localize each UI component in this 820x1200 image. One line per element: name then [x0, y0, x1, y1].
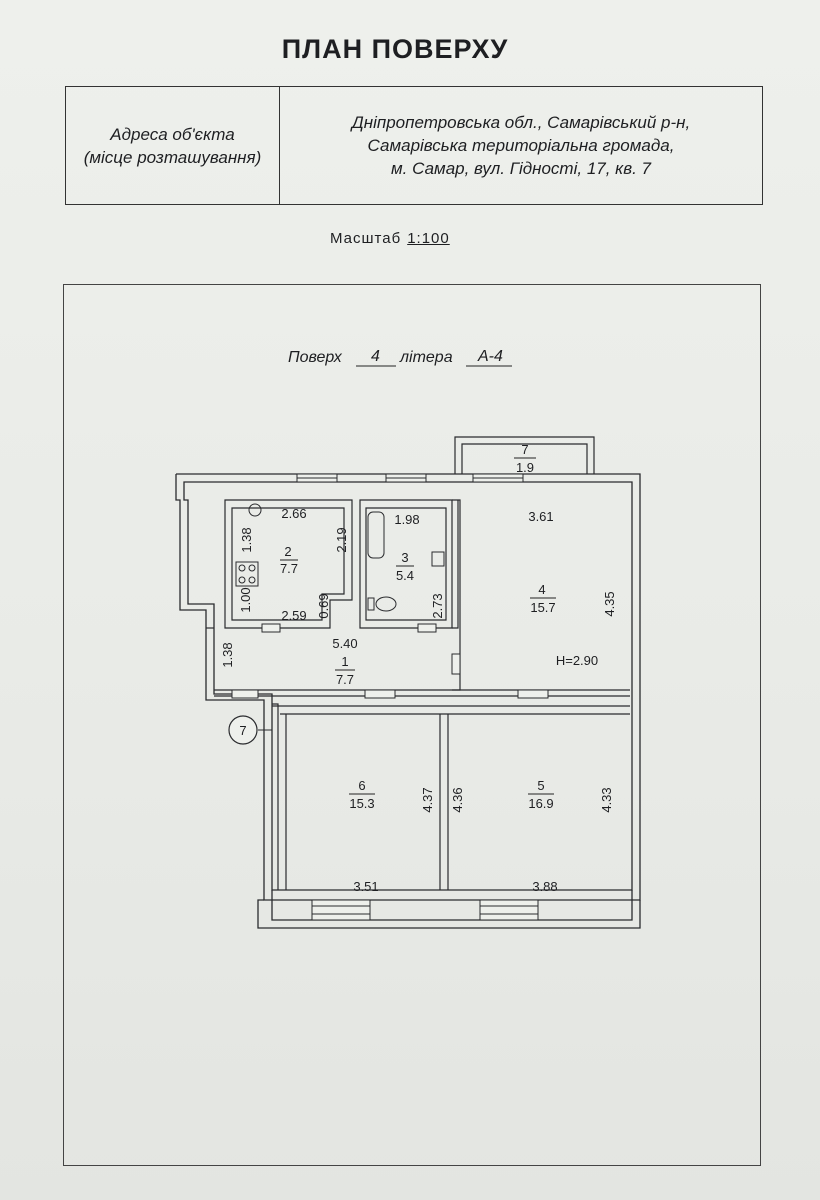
room-4-area: 15.7	[530, 600, 555, 615]
doors	[231, 623, 549, 699]
room-7-area: 1.9	[516, 460, 534, 475]
address-label-line: Адреса об'єкта	[110, 124, 235, 144]
apartment-marker: 7	[228, 715, 272, 745]
floor-label: Поверх	[288, 349, 343, 366]
dim-6-bottom: 3.51	[353, 879, 378, 894]
address-value-line-2: Самарівська територіальна громада,	[367, 136, 675, 155]
dimensions: 2.66 1.38 2.19 1.00 0.69 2.59 1.98 2.73 …	[220, 506, 617, 894]
page-title: ПЛАН ПОВЕРХУ	[281, 34, 509, 64]
dim-3-top: 1.98	[394, 512, 419, 527]
address-value-line-1: Дніпропетровська обл., Самарівський р-н,	[351, 113, 691, 132]
dim-4-side: 4.35	[602, 591, 617, 616]
plan-frame	[63, 284, 761, 1166]
outer-walls	[175, 473, 641, 929]
toilet-icon	[375, 596, 397, 612]
dim-5-bottom: 3.88	[532, 879, 557, 894]
room-2-number: 2	[284, 544, 291, 559]
dim-2-bottom: 2.59	[281, 608, 306, 623]
boiler-icon	[248, 503, 262, 517]
dim-1-side: 1.38	[220, 642, 235, 667]
dim-2-lower-left: 1.00	[238, 587, 253, 612]
dim-1-top: 5.40	[332, 636, 357, 651]
dim-3-side: 2.73	[430, 593, 445, 618]
room-6-area: 15.3	[349, 796, 374, 811]
windows	[296, 473, 539, 921]
address-value-line-3: м. Самар, вул. Гідності, 17, кв. 7	[391, 159, 651, 178]
stove-icon	[235, 561, 259, 587]
dim-2-side-left: 1.38	[239, 527, 254, 552]
room-5-area: 16.9	[528, 796, 553, 811]
room-4-number: 4	[538, 582, 545, 597]
apartment-number: 7	[239, 723, 246, 738]
dim-4-top: 3.61	[528, 509, 553, 524]
address-label-cell: Адреса об'єкта (місце розташування)	[66, 87, 280, 204]
room-3-number: 3	[401, 550, 408, 565]
scale-caption: Масштаб 1:100	[330, 230, 450, 247]
balcony	[454, 436, 595, 474]
scale-label: Масштаб	[330, 230, 402, 247]
letter-value: А-4	[477, 348, 503, 365]
room-1-area: 7.7	[336, 672, 354, 687]
fixtures	[235, 503, 445, 612]
dim-2-side-right: 2.19	[334, 527, 349, 552]
room-7-number: 7	[521, 442, 528, 457]
dim-2-lower-mid: 0.69	[316, 593, 331, 618]
room-3-area: 5.4	[396, 568, 414, 583]
room-2-area: 7.7	[280, 561, 298, 576]
dim-6-side-right: 4.37	[420, 787, 435, 812]
scale-value: 1:100	[407, 230, 450, 247]
room-6-number: 6	[358, 778, 365, 793]
sink-icon	[431, 551, 445, 567]
room-5-number: 5	[537, 778, 544, 793]
dim-5-side-left: 4.36	[450, 787, 465, 812]
room-1-number: 1	[341, 654, 348, 669]
address-table: Адреса об'єкта (місце розташування) Дніп…	[65, 86, 763, 205]
dim-2-top: 2.66	[281, 506, 306, 521]
floor-value: 4	[371, 348, 380, 365]
dim-5-side-right: 4.33	[599, 787, 614, 812]
room-labels: 2 7.7 3 5.4 4 15.7 1 7.7 6 15.3 5 16.9 7…	[280, 442, 556, 811]
letter-label: літера	[399, 349, 453, 366]
address-value-cell: Дніпропетровська обл., Самарівський р-н,…	[280, 87, 762, 204]
inner-walls	[206, 499, 630, 890]
address-label-note: (місце розташування)	[83, 147, 262, 167]
ceiling-height: H=2.90	[556, 653, 598, 668]
bathtub-icon	[367, 511, 385, 559]
